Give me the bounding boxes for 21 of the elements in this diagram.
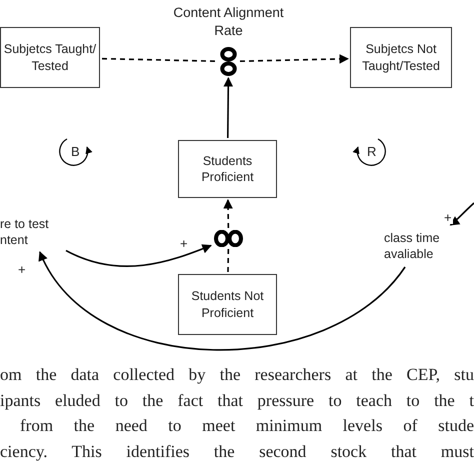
valve-icon bbox=[213, 230, 244, 247]
body-text-line: from the need to meet minimum levels of stude bbox=[20, 417, 474, 434]
stock-box: Students Not Proficient bbox=[178, 274, 277, 335]
arrow bbox=[223, 77, 234, 138]
stock-box: Subjetcs Taught/ Tested bbox=[0, 27, 100, 88]
arrow bbox=[39, 251, 406, 351]
flow-label: Content Alignment Rate bbox=[172, 4, 285, 40]
body-text-line: ciency. This identifies the second stock that must bbox=[0, 442, 474, 460]
dashed-arrow bbox=[240, 54, 349, 64]
loop-label: R bbox=[366, 145, 378, 158]
stock-box: Students Proficient bbox=[178, 140, 277, 198]
stock-box: Subjetcs Not Taught/Tested bbox=[350, 27, 452, 88]
variable-label: re to test ntent bbox=[0, 214, 64, 250]
variable-label: class time avaliable bbox=[384, 227, 454, 265]
body-text-line: ipants eluded to the fact that pressure to teach to the t bbox=[0, 392, 474, 408]
arrow bbox=[66, 244, 212, 267]
dashed-arrow bbox=[223, 199, 233, 228]
body-text-line: om the data collected by the researchers at the CEP, stu bbox=[0, 366, 474, 383]
valve-icon bbox=[219, 47, 238, 76]
arrow bbox=[450, 202, 474, 226]
loop-label: B bbox=[70, 145, 81, 158]
